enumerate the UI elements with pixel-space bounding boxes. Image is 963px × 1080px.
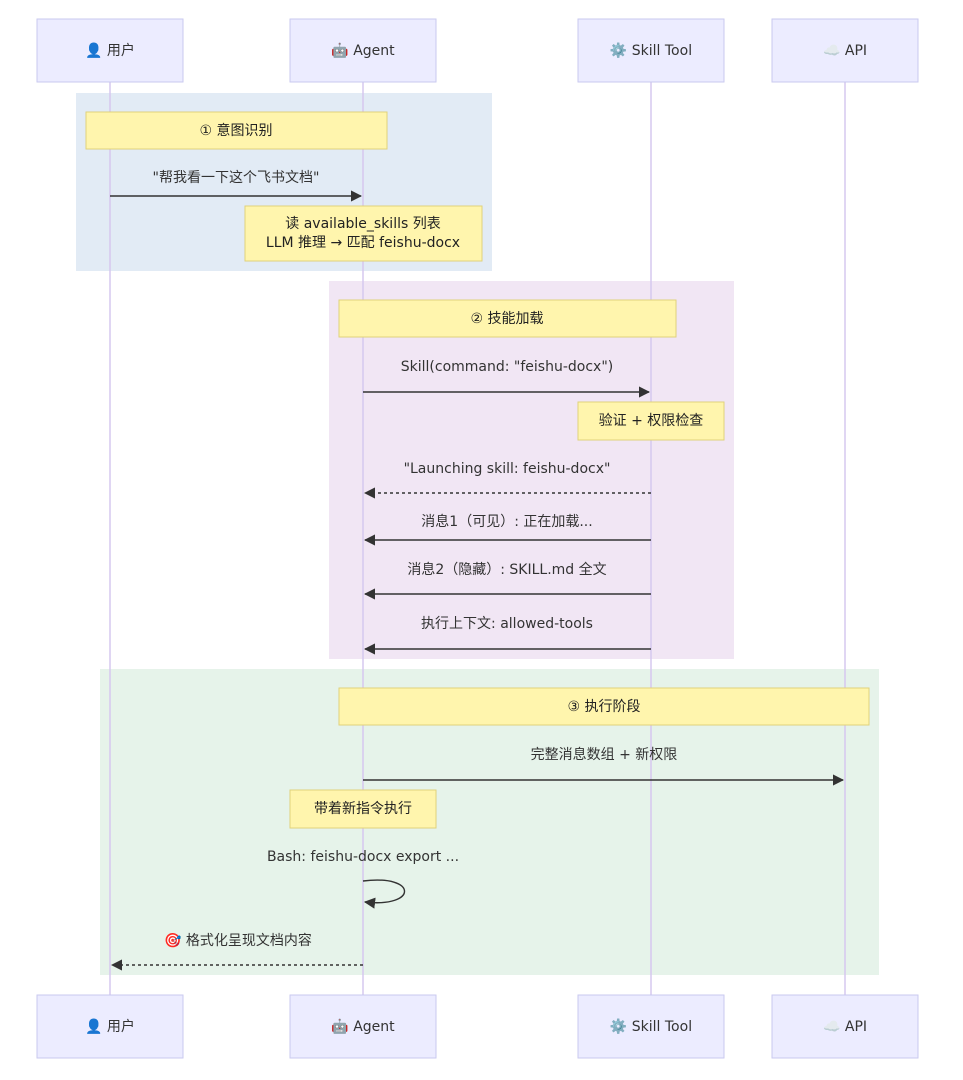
message-label-1: "帮我看一下这个飞书文档"	[153, 169, 320, 186]
execute-text: 带着新指令执行	[314, 801, 412, 817]
message-label-3: "Launching skill: feishu-docx"	[404, 461, 611, 477]
phase-1-note: ① 意图识别	[85, 111, 388, 150]
actor-label: 👤 用户	[85, 42, 135, 59]
actor-skill-tool-bottom: ⚙️ Skill Tool	[577, 994, 725, 1059]
message-label-7: 完整消息数组 + 新权限	[531, 746, 678, 763]
validation-text: 验证 + 权限检查	[599, 413, 704, 429]
message-label-4: 消息1（可见）: 正在加载...	[421, 513, 592, 530]
actor-api-bottom: ☁️ API	[771, 994, 919, 1059]
note-line-2: LLM 推理 → 匹配 feishu-docx	[266, 235, 460, 251]
agent-reasoning-note: 读 available_skills 列表 LLM 推理 → 匹配 feishu…	[244, 205, 483, 262]
actor-label: ☁️ API	[823, 1019, 867, 1035]
phase-2-note: ② 技能加载	[338, 299, 677, 338]
actor-api-top: ☁️ API	[771, 18, 919, 83]
phase-3-title: ③ 执行阶段	[567, 699, 640, 715]
message-label-5: 消息2（隐藏）: SKILL.md 全文	[407, 561, 606, 578]
actor-label: 👤 用户	[85, 1018, 135, 1035]
execute-note: 带着新指令执行	[289, 789, 437, 829]
phase-1-title: ① 意图识别	[199, 122, 272, 139]
self-call-arrow	[362, 879, 406, 909]
validation-note: 验证 + 权限检查	[577, 401, 725, 441]
actor-agent-bottom: 🤖 Agent	[289, 994, 437, 1059]
phase-2-region	[329, 281, 734, 659]
message-label-6: 执行上下文: allowed-tools	[421, 616, 593, 632]
message-label-2: Skill(command: "feishu-docx")	[401, 359, 613, 375]
actor-agent-top: 🤖 Agent	[289, 18, 437, 83]
message-label-9: 🎯 格式化呈现文档内容	[164, 932, 312, 949]
phase-3-note: ③ 执行阶段	[338, 687, 870, 726]
message-label-8: Bash: feishu-docx export ...	[267, 849, 459, 865]
actor-user-bottom: 👤 用户	[36, 994, 184, 1059]
actor-label: ⚙️ Skill Tool	[610, 1018, 692, 1035]
actor-skill-tool-top: ⚙️ Skill Tool	[577, 18, 725, 83]
actor-label: ⚙️ Skill Tool	[610, 42, 692, 59]
actor-label: ☁️ API	[823, 43, 867, 59]
actor-user-top: 👤 用户	[36, 18, 184, 83]
note-line-1: 读 available_skills 列表	[285, 215, 440, 232]
actor-label: 🤖 Agent	[331, 42, 395, 59]
actor-label: 🤖 Agent	[331, 1018, 395, 1035]
phase-2-title: ② 技能加载	[470, 311, 543, 327]
